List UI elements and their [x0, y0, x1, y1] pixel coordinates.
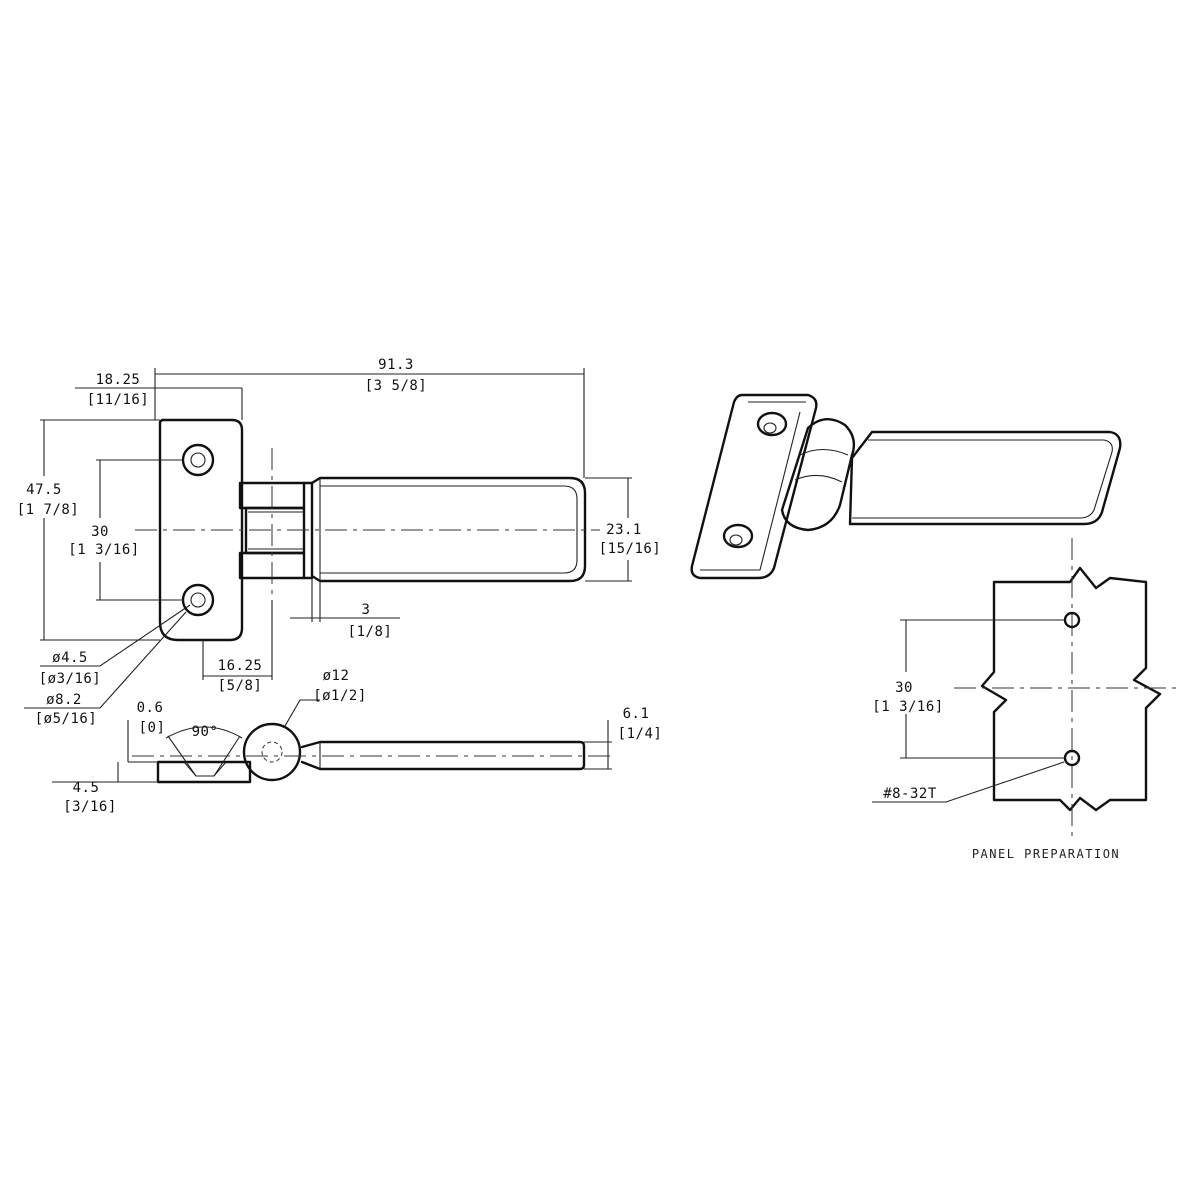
lower-mounting-hole [181, 583, 215, 617]
knuckle-diameter-in: [ø1/2] [313, 688, 367, 704]
knuckle-diameter-mm: ø12 [323, 668, 350, 684]
isometric-view [690, 393, 1122, 580]
side-view: 0.6 [0] 90° ø12 [ø1/2] 6.1 [1/4] 4.5 [3/… [52, 668, 662, 815]
iso-upper-hole [756, 411, 788, 437]
leaf-height-mm: 47.5 [26, 482, 62, 498]
hole-diameter-mm: ø4.5 [52, 650, 88, 666]
blade-bevel [320, 485, 578, 574]
countersink-angle-arc [165, 726, 243, 739]
iso-upper-hole-inner [763, 422, 777, 434]
knuckle-offset-in: [5/8] [218, 678, 263, 694]
lower-mounting-hole-inner [190, 592, 206, 608]
thread-leader [872, 761, 1065, 803]
blade-offset-in: [1/8] [348, 624, 393, 640]
iso-knuckle-seam [794, 448, 849, 483]
hole-spacing-in: [1 3/16] [68, 542, 139, 558]
iso-leaf [690, 393, 818, 580]
overall-length-in: [3 5/8] [365, 378, 428, 394]
blade-thickness-in: [1/4] [618, 726, 663, 742]
overall-length-mm: 91.3 [378, 357, 414, 373]
countersink-diameter-mm: ø8.2 [46, 692, 82, 708]
leaf-width-mm: 18.25 [96, 372, 141, 388]
front-view: 18.25 [11/16] 91.3 [3 5/8] 47.5 [1 7/8] … [17, 357, 662, 727]
blade [310, 476, 587, 583]
knuckle-inner [261, 741, 283, 763]
iso-leaf-thickness [700, 401, 806, 571]
countersink-diameter-in: [ø5/16] [35, 711, 98, 727]
blade-offset-mm: 3 [362, 602, 371, 618]
blade-height-mm: 23.1 [606, 522, 642, 538]
hole-diameter-leader [40, 604, 191, 667]
countersink-leader [24, 611, 187, 709]
panel-hole-spacing-mm: 30 [895, 680, 913, 696]
gap-in: [0] [139, 720, 166, 736]
hole-spacing-mm: 30 [91, 524, 109, 540]
panel-hole-spacing-in: [1 3/16] [872, 699, 943, 715]
knuckle-offset-mm: 16.25 [218, 658, 263, 674]
leaf-plate [158, 418, 244, 642]
side-leaf [156, 760, 252, 784]
leaf-height-in: [1 7/8] [17, 502, 80, 518]
hole-diameter-in: [ø3/16] [39, 671, 102, 687]
thread-callout: #8-32T [883, 786, 937, 802]
leaf-width-in: [11/16] [87, 392, 150, 408]
angle-leg [213, 735, 241, 777]
iso-blade [848, 430, 1122, 526]
knuckle-diameter-leader [284, 699, 320, 727]
upper-mounting-hole [181, 443, 215, 477]
iso-lower-hole [722, 523, 754, 549]
leaf-thickness-in: [3/16] [63, 799, 117, 815]
panel-outline [980, 566, 1162, 812]
leaf-thickness-mm: 4.5 [73, 780, 100, 796]
panel-lower-hole [1063, 749, 1081, 767]
iso-blade-bevel [852, 439, 1113, 519]
angle-leg [167, 735, 197, 777]
iso-knuckle [780, 418, 856, 532]
panel-upper-hole [1063, 611, 1081, 629]
iso-lower-hole-inner [729, 534, 743, 546]
blade-height-in: [15/16] [599, 541, 662, 557]
panel-preparation-caption: PANEL PREPARATION [972, 847, 1120, 861]
gap-mm: 0.6 [137, 700, 164, 716]
knuckle-outer [242, 722, 302, 782]
upper-mounting-hole-inner [190, 452, 206, 468]
panel-preparation-view: 30 [1 3/16] #8-32T PANEL PREPARATION [872, 538, 1180, 861]
side-blade [300, 740, 586, 771]
countersink-angle: 90° [192, 724, 219, 740]
blade-thickness-mm: 6.1 [623, 706, 650, 722]
countersink-profile [183, 761, 227, 777]
